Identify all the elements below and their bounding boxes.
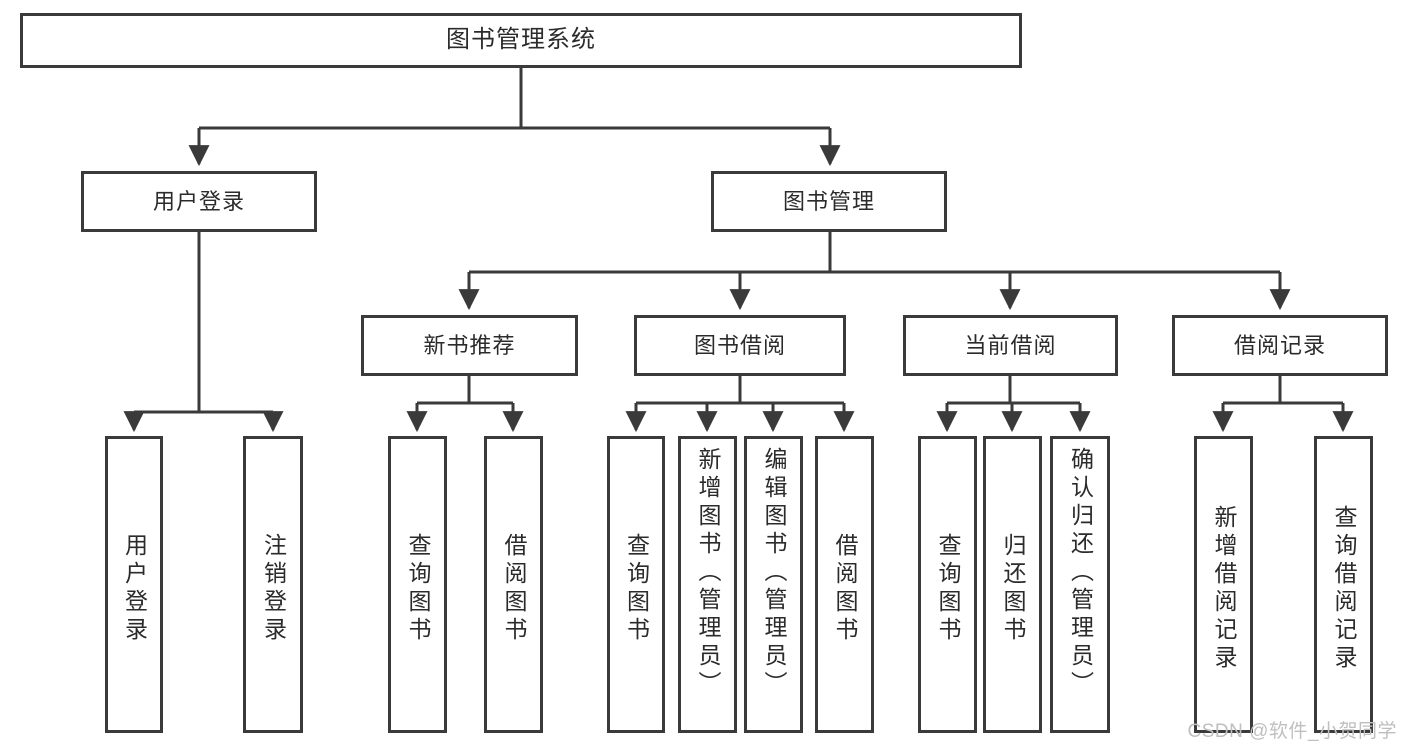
leaf-query-book-2[interactable]: 查询图书 <box>607 436 665 733</box>
node-book-manage[interactable]: 图书管理 <box>711 171 947 232</box>
leaf-add-borrow-record-label: 新增借阅记录 <box>1211 504 1237 673</box>
leaf-borrow-book-2[interactable]: 借阅图书 <box>815 436 874 733</box>
leaf-confirm-return-admin[interactable]: 确认归还（管理员） <box>1050 436 1110 733</box>
leaf-edit-book-admin[interactable]: 编辑图书（管理员） <box>744 436 803 733</box>
leaf-logout-login-label: 注销登录 <box>260 532 287 645</box>
leaf-user-login[interactable]: 用户登录 <box>105 436 163 733</box>
leaf-query-book-1-label: 查询图书 <box>405 532 431 645</box>
leaf-edit-book-admin-label: 编辑图书（管理员） <box>761 447 787 699</box>
node-new-book-recommend[interactable]: 新书推荐 <box>361 315 578 376</box>
node-borrow-record-label: 借阅记录 <box>1233 332 1326 358</box>
leaf-query-book-1[interactable]: 查询图书 <box>388 436 447 733</box>
leaf-query-borrow-record[interactable]: 查询借阅记录 <box>1314 436 1373 733</box>
leaf-query-book-2-label: 查询图书 <box>623 532 650 645</box>
leaf-query-book-3-label: 查询图书 <box>935 532 961 645</box>
leaf-borrow-book-2-label: 借阅图书 <box>832 532 858 645</box>
leaf-logout-login[interactable]: 注销登录 <box>243 436 303 733</box>
leaf-borrow-book-1[interactable]: 借阅图书 <box>484 436 543 733</box>
node-borrow-record[interactable]: 借阅记录 <box>1172 315 1388 376</box>
node-current-borrow[interactable]: 当前借阅 <box>903 315 1118 376</box>
node-book-borrow[interactable]: 图书借阅 <box>634 315 846 376</box>
leaf-add-book-admin-label: 新增图书（管理员） <box>695 447 721 699</box>
watermark-text: CSDN @软件_小贺同学 <box>1187 721 1397 742</box>
node-user-login-label: 用户登录 <box>152 188 245 214</box>
leaf-query-borrow-record-label: 查询借阅记录 <box>1331 504 1357 673</box>
leaf-return-book-label: 归还图书 <box>1000 532 1026 645</box>
node-root[interactable]: 图书管理系统 <box>20 13 1022 68</box>
node-book-borrow-label: 图书借阅 <box>693 332 786 358</box>
leaf-borrow-book-1-label: 借阅图书 <box>501 532 527 645</box>
node-root-label: 图书管理系统 <box>446 26 596 54</box>
node-current-borrow-label: 当前借阅 <box>964 332 1057 358</box>
leaf-confirm-return-admin-label: 确认归还（管理员） <box>1067 447 1094 699</box>
leaf-add-borrow-record[interactable]: 新增借阅记录 <box>1194 436 1253 733</box>
leaf-user-login-label: 用户登录 <box>121 532 148 645</box>
node-book-manage-label: 图书管理 <box>782 188 875 214</box>
leaf-add-book-admin[interactable]: 新增图书（管理员） <box>678 436 737 733</box>
node-user-login[interactable]: 用户登录 <box>81 171 317 232</box>
leaf-query-book-3[interactable]: 查询图书 <box>918 436 977 733</box>
leaf-return-book[interactable]: 归还图书 <box>983 436 1042 733</box>
node-new-book-recommend-label: 新书推荐 <box>423 332 516 358</box>
